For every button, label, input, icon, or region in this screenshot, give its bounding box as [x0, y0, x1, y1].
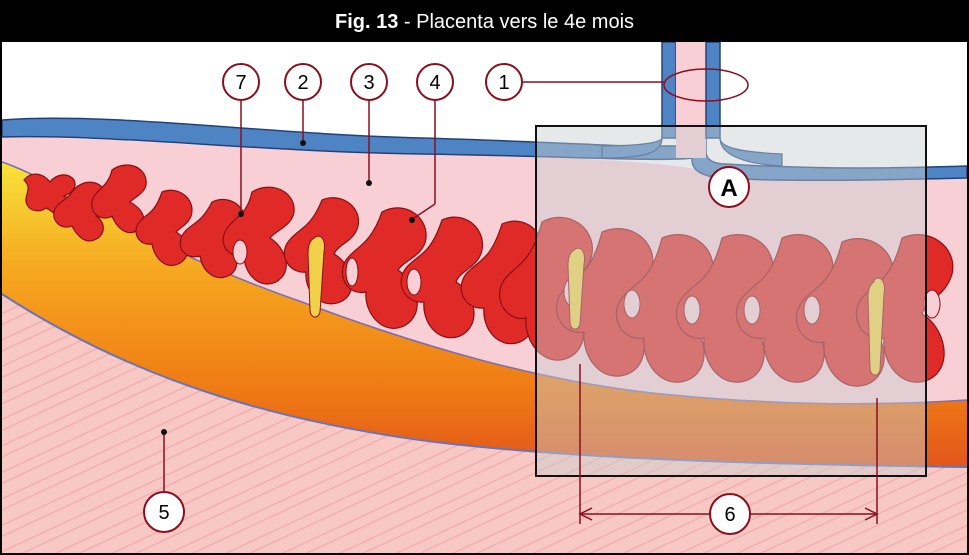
- callout-2: 2: [285, 64, 321, 100]
- label-6: 6: [724, 504, 735, 526]
- figure-title: Placenta vers le 4e mois: [416, 11, 634, 33]
- callout-5: 5: [144, 492, 184, 532]
- label-5: 5: [158, 502, 169, 524]
- umbilical-cord-outer-left: [662, 42, 676, 138]
- placenta-diagram: 7 2 3 4 1 A 5: [2, 42, 967, 553]
- callout-6: 6: [710, 494, 750, 534]
- label-1: 1: [498, 72, 509, 94]
- label-3: 3: [363, 72, 374, 94]
- callout-4: 4: [417, 64, 453, 100]
- callout-7: 7: [223, 64, 259, 100]
- figure-caption: Fig. 13 - Placenta vers le 4e mois: [2, 2, 967, 42]
- caption-separator: -: [398, 11, 416, 33]
- diagram-stage: 7 2 3 4 1 A 5: [2, 42, 967, 553]
- callout-1: 1: [486, 64, 522, 100]
- label-7: 7: [235, 72, 246, 94]
- figure-number: Fig. 13: [335, 11, 398, 33]
- callout-3: 3: [351, 64, 387, 100]
- umbilical-cord-outer-right: [706, 42, 720, 138]
- callout-a: A: [709, 167, 749, 207]
- label-2: 2: [297, 72, 308, 94]
- label-4: 4: [429, 72, 440, 94]
- label-a: A: [720, 175, 737, 202]
